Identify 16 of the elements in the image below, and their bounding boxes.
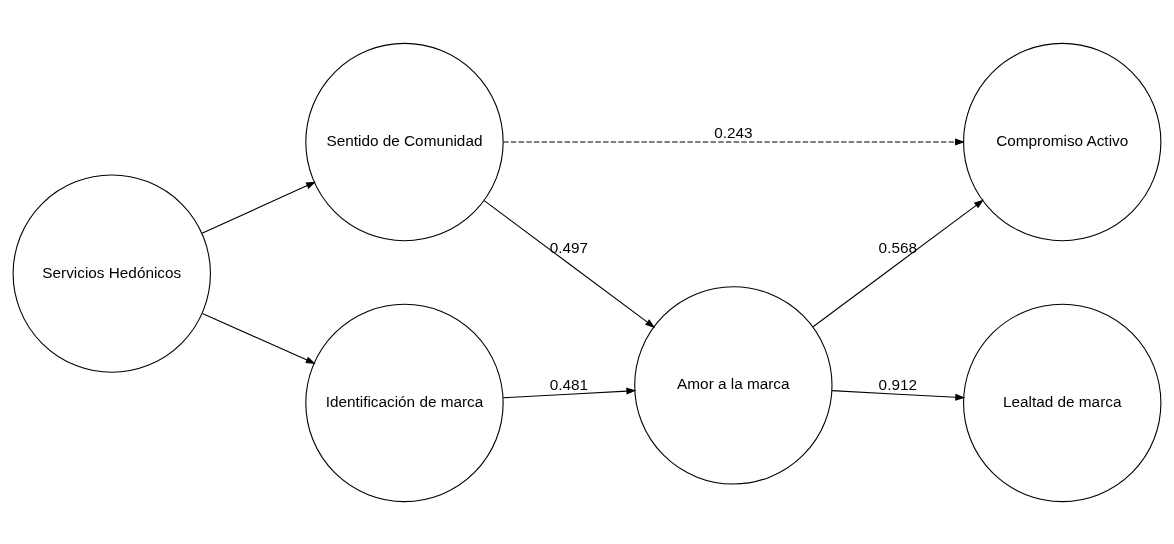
edge-label: 0.243: [714, 123, 753, 141]
edge-label: 0.497: [549, 238, 589, 256]
edge-label: 0.481: [549, 375, 589, 393]
arrow: [812, 199, 984, 327]
node-circle: Amor a la marca: [634, 285, 833, 485]
edge-label: 0.568: [878, 238, 917, 256]
arrow: [831, 389, 966, 401]
arrow: [502, 387, 637, 398]
node-circle: Servicios Hedónicos: [12, 173, 211, 373]
arrow: [201, 312, 316, 364]
arrow: [502, 138, 965, 145]
node-circle: Lealtad de marca: [963, 303, 1162, 502]
node-circle: Compromiso Activo: [963, 42, 1162, 241]
arrow: [201, 181, 316, 234]
edge-label: 0.912: [878, 375, 917, 393]
arrow: [483, 199, 656, 328]
